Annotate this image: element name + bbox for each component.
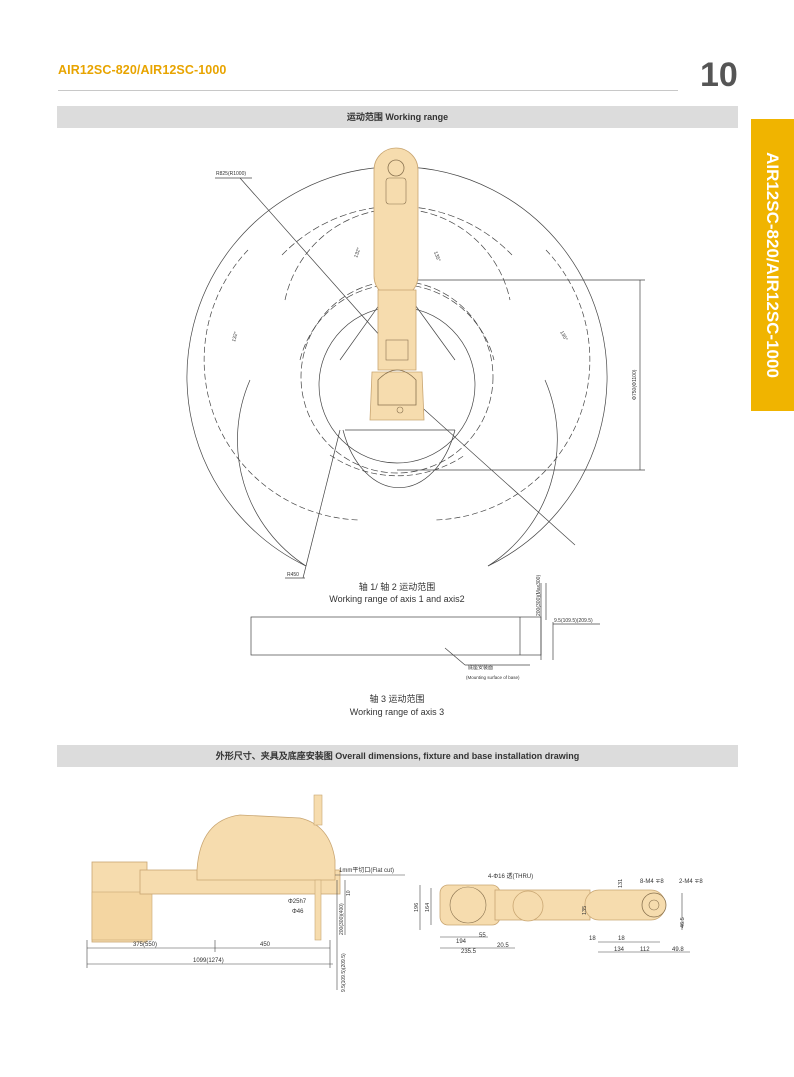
caption-axis3-en: Working range of axis 3 xyxy=(349,707,445,717)
label-450: 450 xyxy=(260,942,271,948)
lower-lobe-left xyxy=(342,429,456,489)
label-v200: 200(300)(400) xyxy=(339,903,345,935)
label-112: 112 xyxy=(640,947,650,953)
label-holes: 4-Φ16 透(THRU) xyxy=(488,872,533,880)
label-m4-a: 8-M4 ∓8 xyxy=(640,879,664,885)
header-divider xyxy=(58,90,678,91)
right-diagonal xyxy=(396,384,576,546)
mid-arc-left xyxy=(203,249,361,521)
label-r450: R450 xyxy=(287,572,299,578)
label-46: 46.5 xyxy=(680,917,686,928)
label-1099: 1099(1274) xyxy=(193,958,224,964)
r825-leader xyxy=(239,177,398,356)
mid-arc-right xyxy=(433,249,591,521)
axis3-base-rect xyxy=(250,616,542,656)
label-134: 134 xyxy=(614,947,625,953)
robot-plan-view xyxy=(439,884,667,926)
label-20: 20.5 xyxy=(497,943,509,949)
label-angle-135: 135° xyxy=(432,251,441,263)
label-375: 375(550) xyxy=(133,942,157,948)
label-r825: R825(R1000) xyxy=(216,171,246,177)
section-dimensions-title: 外形尺寸、夹具及底座安装图 Overall dimensions, fixtur… xyxy=(57,745,738,767)
axis3-drawing xyxy=(250,583,600,666)
label-131: 131 xyxy=(618,879,624,888)
label-55: 55 xyxy=(479,933,486,939)
dashed-arc-outer-top xyxy=(281,205,513,256)
label-v10: 10 xyxy=(346,890,352,896)
label-d46: Φ46 xyxy=(292,909,304,915)
side-view-dimensions xyxy=(86,874,405,990)
label-135: 135 xyxy=(582,906,588,915)
caption-axis12-cn: 轴 1/ 轴 2 运动范围 xyxy=(358,582,436,592)
label-angle-132: 132° xyxy=(231,331,239,343)
label-angle-135b: 135° xyxy=(558,330,568,342)
label-mount-en: (Mounting surface of base) xyxy=(466,675,520,680)
page-number: 10 xyxy=(700,56,738,94)
plan-view-dimensions xyxy=(419,885,690,953)
caption-axis3-cn: 轴 3 运动范围 xyxy=(369,694,425,704)
label-offset: 9.5(109.5)(209.5) xyxy=(554,618,593,624)
label-164: 164 xyxy=(425,903,431,912)
label-18b: 18 xyxy=(618,936,625,942)
label-18a: 18 xyxy=(589,936,596,942)
r450-leader xyxy=(302,429,341,579)
robot-side-view xyxy=(91,794,341,943)
label-m4-b: 2-M4 ∓8 xyxy=(679,879,703,885)
label-v95: 9.5(109.5)(209.5) xyxy=(341,953,347,992)
label-49: 49.8 xyxy=(672,947,684,953)
label-d25: Φ25h7 xyxy=(288,899,307,905)
label-235: 235.5 xyxy=(461,949,477,955)
side-tab: AIR12SC-820/AIR12SC-1000 xyxy=(751,119,794,411)
label-angle-132b: 132° xyxy=(353,247,362,259)
robot-top-view xyxy=(369,147,425,421)
label-stroke: 200(300)(Max300) xyxy=(536,575,542,616)
right-lobe-arc xyxy=(487,379,558,567)
label-diameter: Φ750(Φ1100) xyxy=(632,369,638,400)
label-196: 196 xyxy=(414,903,420,912)
caption-axis12-en: Working range of axis 1 and axis2 xyxy=(329,594,465,604)
header-title: AIR12SC-820/AIR12SC-1000 xyxy=(58,63,227,77)
left-lobe-arc xyxy=(237,379,307,567)
label-mount-cn: 底座安装面 xyxy=(468,664,493,671)
label-flat-cut: 1mm平切口(Flat cut) xyxy=(339,867,394,874)
label-194: 194 xyxy=(456,939,467,945)
section-working-range-title: 运动范围 Working range xyxy=(57,106,738,128)
